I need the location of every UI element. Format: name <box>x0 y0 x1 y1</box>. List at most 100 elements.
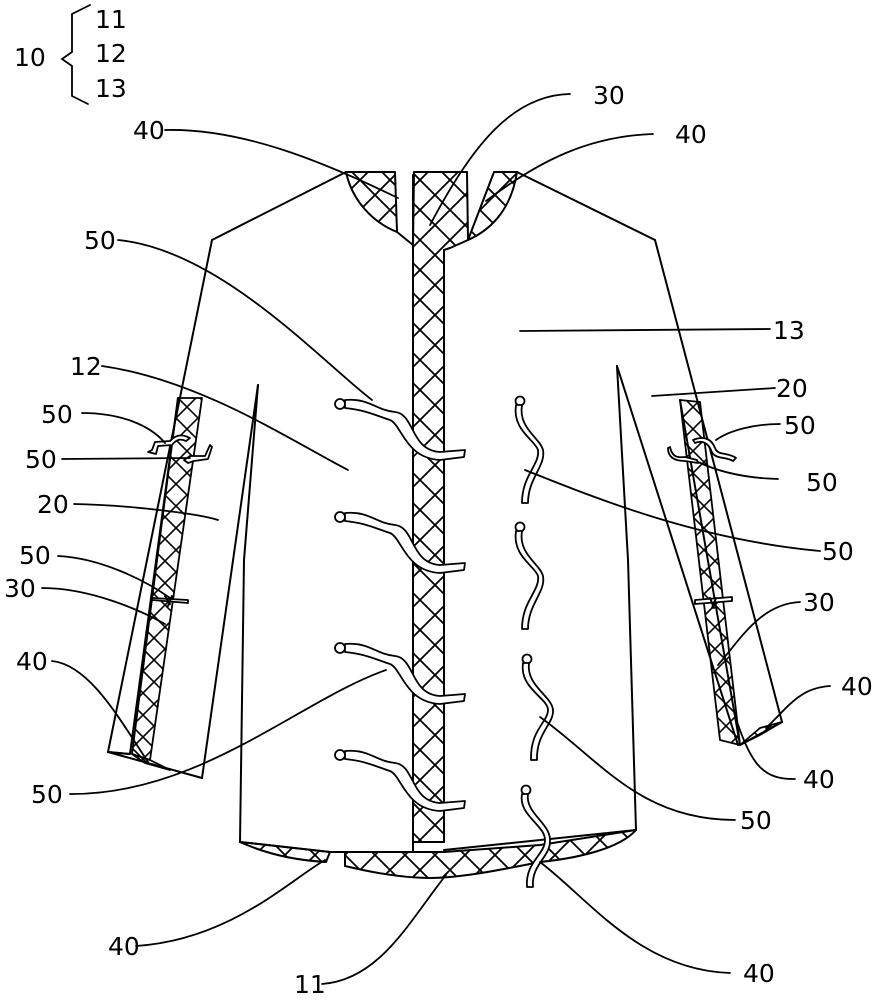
sleeve-ties <box>147 434 737 609</box>
collar-left-40 <box>345 171 398 233</box>
tie-cord <box>514 404 545 504</box>
right-shoulder-edge <box>516 171 656 241</box>
leader-line <box>765 685 831 729</box>
ref-label-50: 50 <box>822 537 854 566</box>
legend-parent-label: 10 <box>14 43 46 72</box>
hem-right-trim-40 <box>344 829 637 879</box>
tie-cord <box>344 749 466 812</box>
tie-knot-icon <box>334 398 346 410</box>
ref-label-50: 50 <box>84 226 116 255</box>
ref-label-50: 50 <box>19 541 51 570</box>
leader-line <box>485 133 654 202</box>
ref-label-40: 40 <box>16 647 48 676</box>
tie-left <box>334 749 466 812</box>
ref-label-40: 40 <box>743 959 775 988</box>
legend-child-label: 13 <box>95 74 127 103</box>
left-sleeve-inner-edge <box>201 384 259 779</box>
tie-cord <box>344 511 466 574</box>
tie-left <box>334 642 466 705</box>
left-sleeve-bar-stitch <box>164 595 173 607</box>
tie-cord <box>520 793 551 888</box>
leader-line <box>41 587 166 625</box>
ref-label-40: 40 <box>803 765 835 794</box>
leader-line <box>734 715 796 780</box>
ref-label-40: 40 <box>841 672 873 701</box>
left-sleeve-tie-lower <box>183 444 213 464</box>
leader-line <box>651 387 776 397</box>
legend-child-label: 11 <box>95 5 127 34</box>
tie-right <box>521 653 554 761</box>
right-outer-sleeve-edge <box>654 239 783 723</box>
left-sleeve <box>107 397 203 779</box>
leader-line <box>519 328 771 332</box>
legend-child-label: 12 <box>95 39 127 68</box>
collar-left-join <box>396 231 414 246</box>
ref-label-50: 50 <box>25 445 57 474</box>
leader-line <box>69 669 387 795</box>
tie-cord <box>521 662 554 761</box>
ref-label-50: 50 <box>784 411 816 440</box>
leader-line <box>717 601 801 666</box>
right-sleeve-bar-tie <box>694 596 733 605</box>
right-body-side-seam <box>616 365 637 831</box>
leader-line <box>429 93 571 226</box>
right-sleeve-bar-stitch <box>709 597 717 609</box>
tie-cord <box>344 642 466 705</box>
ref-label-50: 50 <box>41 400 73 429</box>
ref-label-11: 11 <box>294 970 326 999</box>
ref-label-40: 40 <box>108 932 140 961</box>
right-hem-top <box>443 829 637 851</box>
leader-line <box>73 503 219 521</box>
right-sleeve-tie-upper <box>692 437 737 462</box>
leader-line <box>539 861 731 974</box>
ref-label-50: 50 <box>806 468 838 497</box>
ref-label-40: 40 <box>675 120 707 149</box>
ref-label-50: 50 <box>740 806 772 835</box>
tie-right <box>514 521 545 630</box>
ref-label-50: 50 <box>31 780 63 809</box>
tie-right <box>514 395 545 504</box>
tie-knot-icon <box>334 749 346 761</box>
leader-line <box>697 461 779 480</box>
leader-line <box>715 423 781 441</box>
leader-line <box>101 365 349 471</box>
leader-line <box>321 874 447 985</box>
hem-left-trim-40 <box>239 841 331 863</box>
legend-brace <box>60 4 91 105</box>
leader-line <box>117 239 373 401</box>
left-body-side-seam <box>239 384 259 843</box>
leader-line <box>135 859 326 947</box>
placket-30 <box>412 171 469 843</box>
tie-cord <box>344 398 466 461</box>
right-ties <box>514 395 554 888</box>
tie-left <box>334 398 466 461</box>
leader-line <box>164 129 399 199</box>
ref-label-30: 30 <box>4 574 36 603</box>
hem <box>239 829 637 879</box>
left-cuff-trim-40 <box>131 753 171 771</box>
leader-line <box>81 412 166 444</box>
legend: 10 11 12 13 <box>14 4 127 105</box>
right-sleeve <box>679 399 783 746</box>
leader-line <box>524 469 821 552</box>
ref-label-13: 13 <box>773 316 805 345</box>
ref-label-30: 30 <box>593 81 625 110</box>
leader-line <box>61 457 191 460</box>
tie-left <box>334 511 466 574</box>
leader-line <box>51 660 149 763</box>
ref-label-12: 12 <box>70 352 102 381</box>
reference-labels: 40 30 40 50 13 12 20 50 50 50 50 20 50 5… <box>4 81 873 999</box>
ref-label-30: 30 <box>803 588 835 617</box>
left-ties <box>334 398 466 812</box>
right-sleeve-tie-lower <box>667 446 699 464</box>
collar-right-40 <box>467 171 518 241</box>
leader-line <box>57 555 171 599</box>
tie-cord <box>514 530 545 630</box>
left-sleeve-tie-upper <box>147 434 191 455</box>
tie-knot-icon <box>334 642 346 654</box>
ref-label-20: 20 <box>37 490 69 519</box>
leader-lines <box>41 93 831 985</box>
ref-label-40: 40 <box>133 116 165 145</box>
tie-right <box>520 784 551 888</box>
